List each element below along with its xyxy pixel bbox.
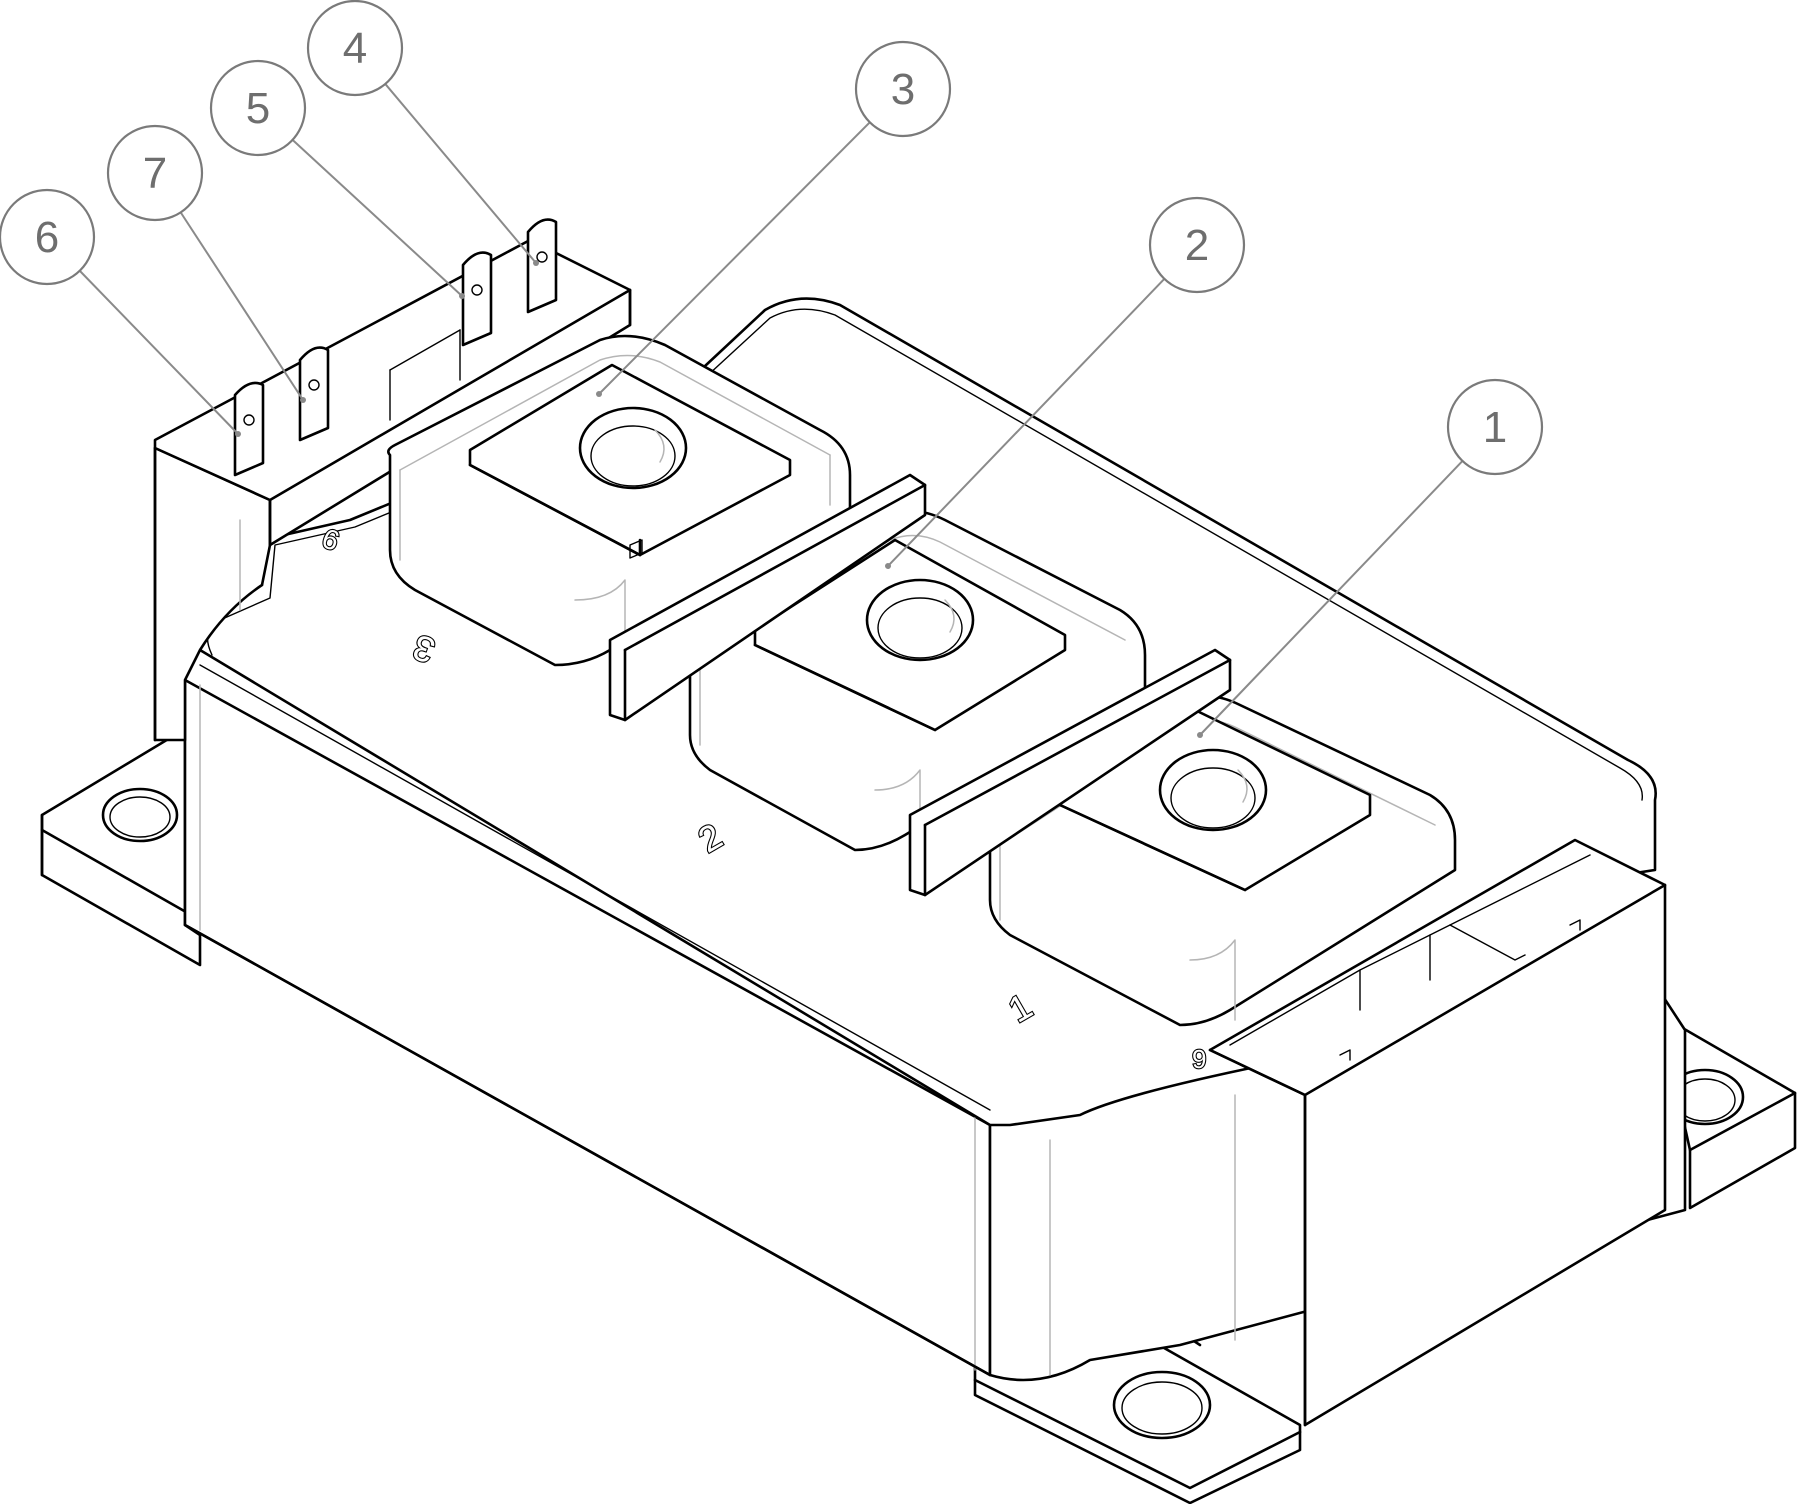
callout-label-6: 6 <box>35 213 59 262</box>
callout-leader-5 <box>291 139 463 297</box>
callout-leader-7 <box>179 211 304 401</box>
mounting-flange-left <box>40 733 202 967</box>
tab-pin-5 <box>461 251 493 347</box>
callout-leader-3 <box>598 121 871 395</box>
callout-circle-6 <box>0 188 96 286</box>
callout-circle-3 <box>854 40 952 138</box>
callout-circle-2 <box>1148 196 1246 294</box>
callout-leader-dot-6 <box>235 431 241 437</box>
power-terminal-1 <box>987 694 1457 1027</box>
callout-label-4: 4 <box>343 24 367 73</box>
insulation-barrier-upper <box>608 473 927 722</box>
callout-leader-dot-4 <box>533 260 539 266</box>
callout-label-2: 2 <box>1185 221 1209 270</box>
callout-leader-4 <box>384 83 537 264</box>
callout-leader-dot-1 <box>1197 732 1203 738</box>
engraved-pin-marker-right: 9 <box>1192 1044 1206 1074</box>
callout-leader-2 <box>887 278 1166 567</box>
callout-label-7: 7 <box>143 149 167 198</box>
tab-pin-4 <box>526 218 558 314</box>
callout-circle-4 <box>306 0 404 97</box>
callout-leader-dot-7 <box>300 397 306 403</box>
callout-leader-dot-2 <box>885 563 891 569</box>
callout-leader-dot-3 <box>596 391 602 397</box>
tab-pin-7 <box>298 346 330 442</box>
callout-circle-1 <box>1446 378 1544 476</box>
insulation-barrier-lower <box>908 648 1232 897</box>
tab-pin-6 <box>233 381 265 477</box>
callout-group: 1 2 3 4 5 6 7 <box>0 0 1544 738</box>
callout-label-3: 3 <box>891 65 915 114</box>
power-terminal-3 <box>387 334 852 667</box>
callout-circle-5 <box>209 59 307 157</box>
callout-leader-dot-5 <box>459 293 465 299</box>
control-terminal-header-right <box>1208 838 1667 1427</box>
callout-leader-6 <box>78 270 239 435</box>
callout-leader-1 <box>1199 460 1464 736</box>
callout-label-1: 1 <box>1483 403 1507 452</box>
callout-circle-7 <box>106 124 204 222</box>
callout-label-5: 5 <box>246 84 270 133</box>
